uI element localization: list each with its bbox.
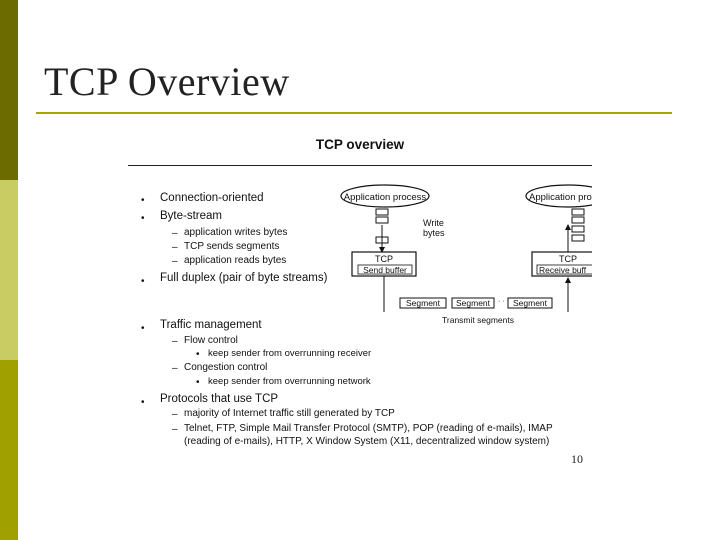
sub-sub-bullet-marker: •: [196, 377, 200, 388]
accent-bar-middle: [0, 180, 18, 360]
application-process-ellipse-left: [340, 184, 430, 208]
send-buffer-box: [357, 264, 413, 275]
sub-sub-bullet-receiver: keep sender from overrunning receiver: [208, 348, 372, 359]
bullet-marker: •: [141, 323, 145, 334]
sub-bullet-app-reads: application reads bytes: [184, 255, 287, 266]
sub-bullet-marker: –: [172, 409, 178, 420]
sub-bullet-marker: –: [172, 363, 178, 374]
embedded-title-rule: [128, 165, 592, 166]
segment-dots: · · ·: [498, 298, 509, 305]
accent-bar-top: [0, 0, 18, 180]
segment-box-3: [507, 297, 553, 309]
bullet-marker: •: [141, 195, 145, 206]
title-divider: [36, 112, 672, 114]
sub-bullet-protocol-list-continued: (reading of e-mails), HTTP, X Window Sys…: [184, 436, 550, 447]
segment-box-1: [399, 297, 447, 309]
slide-title: TCP Overview: [44, 59, 290, 104]
segment-label-2: Segment: [456, 298, 491, 308]
transmit-segments-label: Transmit segments: [442, 315, 514, 325]
bullet-marker: •: [141, 276, 145, 287]
tcp-label-right: TCP: [559, 254, 577, 264]
receive-buffer-box: [536, 264, 592, 275]
page-number: 10: [571, 452, 583, 466]
tcp-label-left: TCP: [375, 254, 393, 264]
segment-label-1: Segment: [406, 298, 441, 308]
sub-bullet-tcp-sends: TCP sends segments: [184, 241, 280, 252]
segment-box-2: [451, 297, 495, 309]
bullet-marker: •: [141, 397, 145, 408]
sub-bullet-majority: majority of Internet traffic still gener…: [184, 408, 395, 419]
send-buffer-label: Send buffer: [363, 265, 407, 275]
sub-bullet-marker: –: [172, 242, 178, 253]
sub-bullet-marker: –: [172, 424, 178, 435]
receive-buffer-label: Receive buff: [539, 265, 587, 275]
embedded-slide-title: TCP overview: [315, 137, 405, 152]
bullet-traffic-management: Traffic management: [160, 319, 262, 331]
segment-label-3: Segment: [513, 298, 548, 308]
sub-sub-bullet-network: keep sender from overrunning network: [208, 376, 371, 387]
sub-bullet-marker: –: [172, 256, 178, 267]
sub-sub-bullet-marker: •: [196, 349, 200, 360]
sub-bullet-protocol-list: Telnet, FTP, Simple Mail Transfer Protoc…: [184, 423, 553, 434]
application-process-label-right: Application proc: [529, 192, 592, 203]
bullet-connection-oriented: Connection-oriented: [160, 192, 264, 204]
bullet-byte-stream: Byte-stream: [160, 210, 222, 222]
sub-bullet-marker: –: [172, 228, 178, 239]
byte-stack-right: [571, 208, 585, 242]
sub-bullet-flow-control: Flow control: [184, 335, 238, 346]
accent-bar-bottom: [0, 360, 18, 540]
application-process-label-left: Application process: [344, 192, 427, 203]
tcp-diagram: Application process Application proc ⋮ W…: [340, 184, 592, 325]
application-process-ellipse-right: [525, 184, 592, 208]
bullet-protocols: Protocols that use TCP: [160, 393, 279, 405]
bullet-full-duplex: Full duplex (pair of byte streams): [160, 272, 328, 284]
embedded-slide-image: TCP overview • Connection-oriented • Byt…: [128, 125, 592, 450]
sub-bullet-app-writes: application writes bytes: [184, 227, 288, 238]
write-bytes-label-2: bytes: [423, 228, 445, 238]
sub-bullet-marker: –: [172, 336, 178, 347]
sub-bullet-congestion-control: Congestion control: [184, 362, 268, 373]
bullet-marker: •: [141, 213, 145, 224]
write-bytes-label-1: Write: [423, 218, 444, 228]
